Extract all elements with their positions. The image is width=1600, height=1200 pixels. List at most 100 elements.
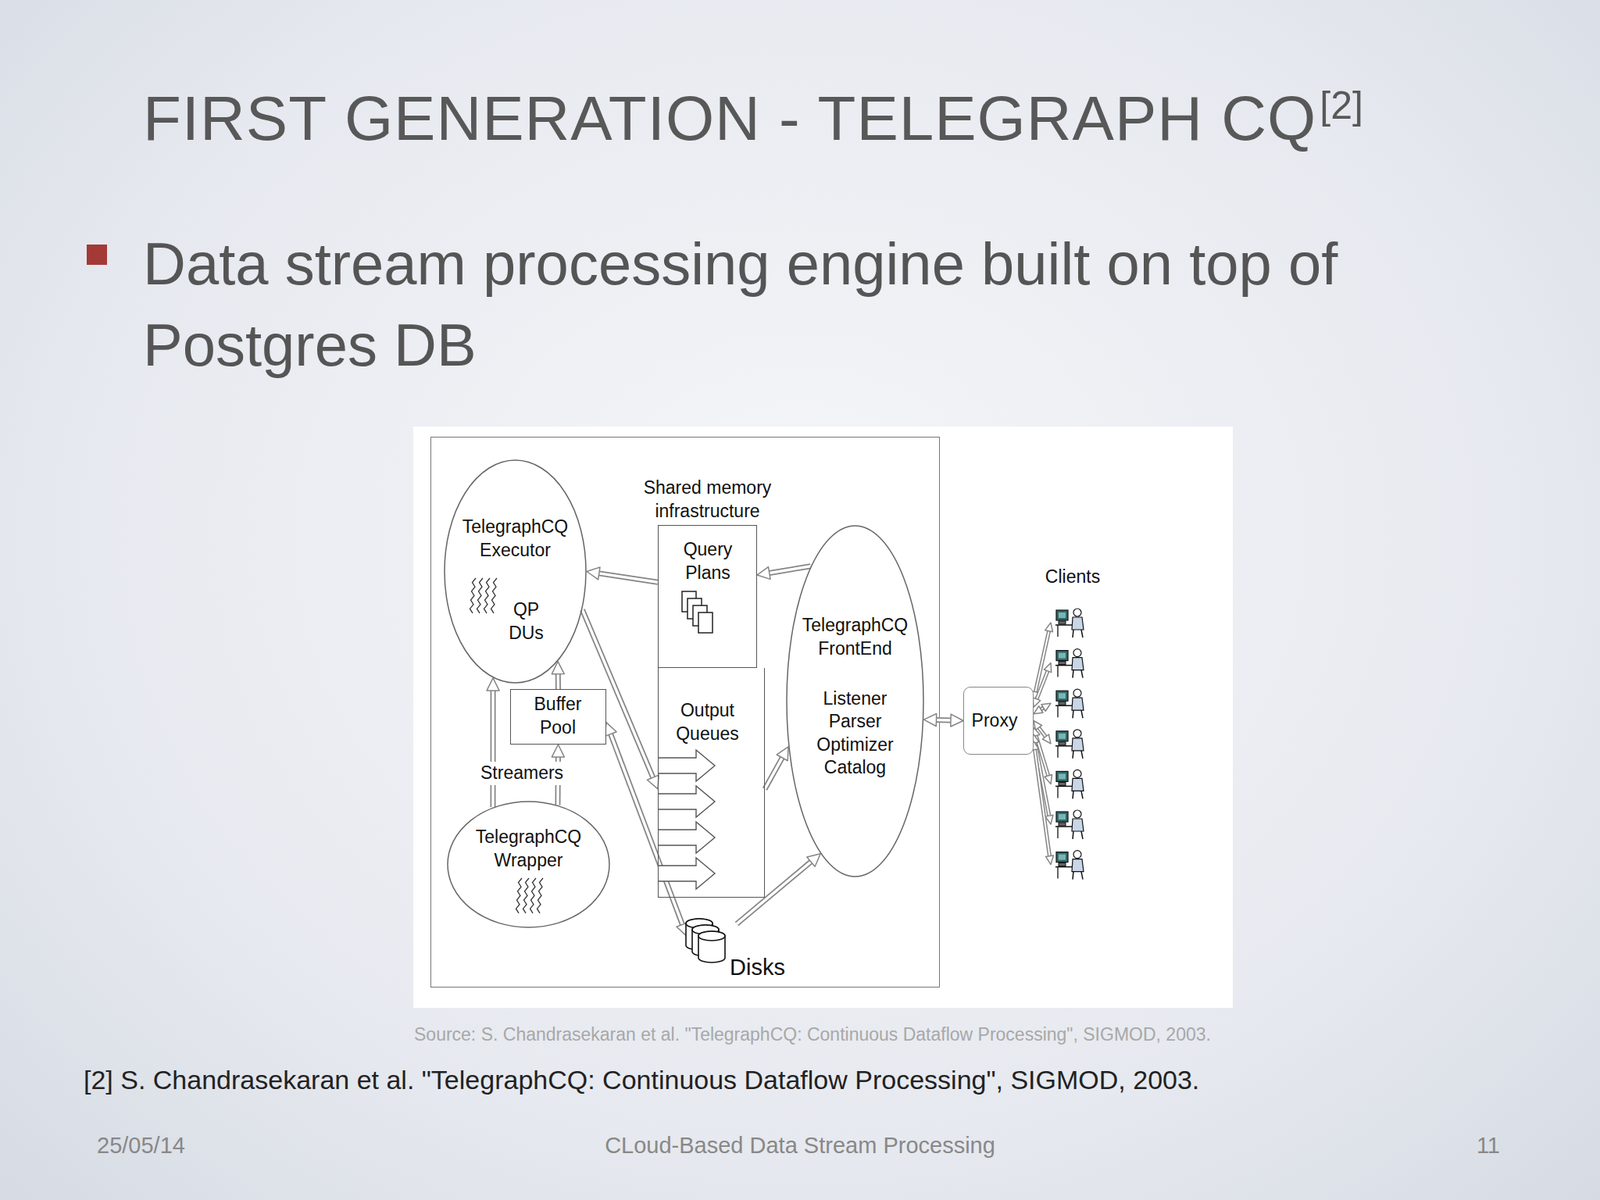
squiggle-line bbox=[491, 578, 498, 614]
query-plans-box: Query Plans bbox=[657, 525, 758, 668]
squiggle-line bbox=[537, 878, 544, 914]
executor-ellipse: TelegraphCQ Executor QP DUs bbox=[443, 459, 587, 684]
monitor-screen bbox=[1058, 612, 1066, 618]
person-leg bbox=[1081, 670, 1083, 679]
connector-outline bbox=[764, 757, 783, 790]
desk-leg bbox=[1057, 826, 1058, 839]
bullet-text: Data stream processing engine built on t… bbox=[142, 223, 1472, 386]
client-icon bbox=[1055, 850, 1084, 880]
node-label: QP DUs bbox=[504, 598, 548, 646]
monitor bbox=[1056, 731, 1068, 742]
monitor bbox=[1056, 690, 1068, 701]
monitor-base bbox=[1058, 782, 1066, 786]
person-leg bbox=[1081, 750, 1083, 759]
queue-arrow bbox=[658, 821, 715, 854]
desk-leg bbox=[1057, 746, 1058, 758]
connector-outline bbox=[555, 674, 561, 690]
connector bbox=[1032, 663, 1051, 708]
person-leg bbox=[1081, 710, 1083, 718]
queue-arrows bbox=[658, 750, 722, 899]
person-leg bbox=[1072, 871, 1074, 880]
monitor-base bbox=[1058, 863, 1066, 867]
arrow-head bbox=[1041, 703, 1051, 711]
arrow-head bbox=[1042, 734, 1051, 744]
connector-outline bbox=[936, 717, 951, 724]
page-number: 11 bbox=[1476, 1131, 1500, 1161]
connector-core bbox=[769, 566, 811, 574]
squiggle-line bbox=[477, 578, 484, 614]
connector bbox=[757, 566, 811, 580]
monitor-base bbox=[1058, 661, 1066, 665]
monitor bbox=[1056, 852, 1068, 863]
slide-title: FIRST GENERATION - TELEGRAPH CQ bbox=[142, 81, 1317, 157]
connector-core bbox=[736, 861, 811, 925]
person-body bbox=[1071, 818, 1084, 832]
monitor-screen bbox=[1058, 854, 1066, 861]
streamers-label: Streamers bbox=[478, 761, 566, 786]
client-icon bbox=[1055, 729, 1084, 759]
connector-outline bbox=[1036, 671, 1048, 700]
ellipse-outline bbox=[443, 459, 587, 684]
connector bbox=[486, 678, 500, 808]
monitor-base bbox=[1058, 701, 1066, 705]
person-head bbox=[1073, 608, 1082, 617]
queue-arrow bbox=[658, 750, 715, 782]
person-head bbox=[1073, 649, 1082, 658]
bullet-square bbox=[86, 244, 108, 265]
person-body bbox=[1071, 617, 1084, 630]
arrow-head bbox=[486, 678, 500, 691]
connector-outline bbox=[490, 690, 497, 808]
person-body bbox=[1071, 859, 1084, 872]
arrow-head bbox=[551, 744, 565, 758]
desk-leg bbox=[1057, 665, 1058, 678]
connector-outline bbox=[1035, 749, 1050, 856]
reference-text: [2] S. Chandrasekaran et al. "TelegraphC… bbox=[83, 1062, 1553, 1097]
monitor bbox=[1056, 650, 1068, 661]
arrow-head bbox=[807, 853, 821, 867]
arrow-head bbox=[776, 746, 789, 761]
arrow-head bbox=[1043, 663, 1051, 673]
queue-arrow bbox=[658, 785, 715, 818]
node-label: TelegraphCQ Executor bbox=[450, 515, 581, 563]
connector-core bbox=[491, 690, 495, 808]
ellipse-outline-path bbox=[447, 801, 610, 928]
person-leg bbox=[1081, 790, 1083, 799]
connector-core bbox=[936, 718, 951, 722]
plan-page bbox=[698, 612, 713, 633]
node-label: Buffer Pool bbox=[526, 692, 590, 740]
client-icon bbox=[1055, 810, 1084, 840]
monitor-screen bbox=[1058, 733, 1066, 740]
node-label: TelegraphCQ Wrapper bbox=[462, 825, 595, 873]
person-body bbox=[1071, 738, 1084, 751]
squiggle-line bbox=[516, 878, 523, 914]
person-head bbox=[1073, 810, 1082, 818]
person-leg bbox=[1081, 871, 1083, 880]
node-label: Query Plans bbox=[672, 538, 743, 586]
source-caption: Source: S. Chandrasekaran et al. "Telegr… bbox=[414, 1023, 1430, 1047]
shared-memory-group: Shared memory infrastructureQuery PlansO… bbox=[634, 473, 781, 900]
squiggle-line bbox=[484, 578, 491, 614]
monitor bbox=[1056, 771, 1068, 782]
node-label: Clients bbox=[1023, 565, 1122, 590]
connector-outline bbox=[736, 861, 811, 925]
monitor-screen bbox=[1058, 692, 1066, 699]
frontend-ellipse: TelegraphCQ FrontEndListener Parser Opti… bbox=[785, 525, 925, 878]
connector-outline bbox=[769, 566, 811, 574]
client-icon bbox=[1055, 769, 1084, 799]
monitor-screen bbox=[1058, 653, 1066, 659]
arrow-head bbox=[1033, 706, 1043, 715]
connector bbox=[764, 746, 789, 790]
footer-title: CLoud-Based Data Stream Processing bbox=[0, 1131, 1600, 1161]
queue-arrow bbox=[658, 857, 715, 890]
node-label: TelegraphCQ FrontEnd bbox=[793, 614, 917, 661]
person-body bbox=[1071, 778, 1084, 791]
output-queues-box: Output Queues bbox=[657, 667, 765, 898]
monitor-base bbox=[1058, 742, 1066, 746]
connector-core bbox=[1036, 671, 1048, 700]
monitor-base bbox=[1058, 822, 1066, 826]
disk-body bbox=[698, 931, 725, 963]
person-head bbox=[1073, 850, 1082, 859]
